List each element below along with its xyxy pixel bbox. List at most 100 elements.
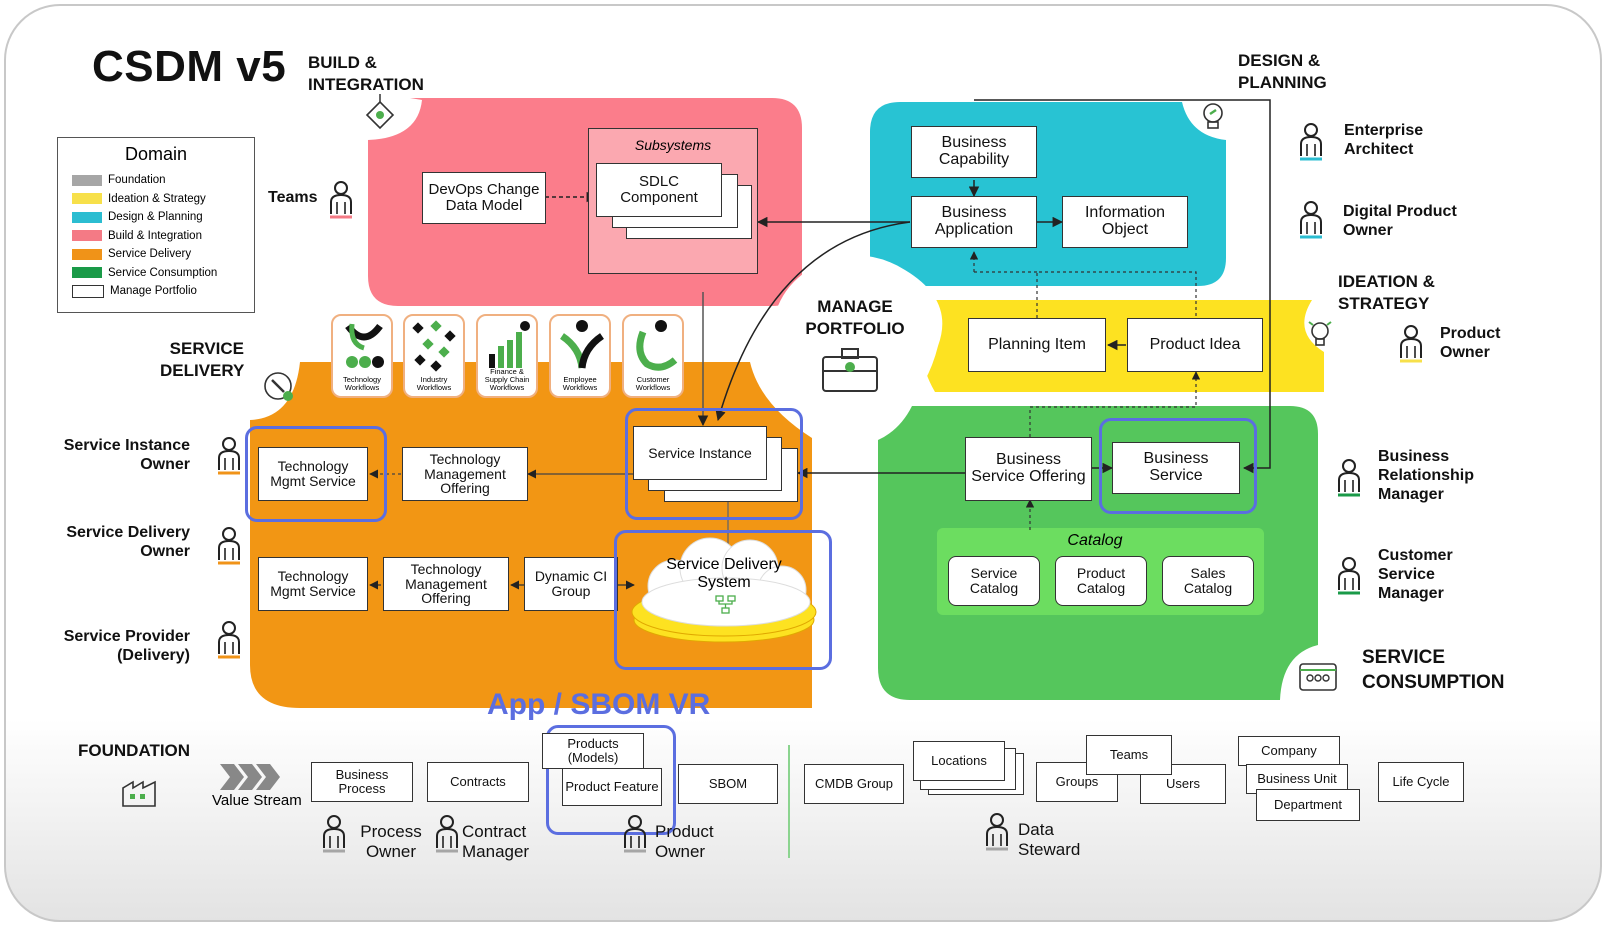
workflow-tile[interactable]: Industry Workflows	[403, 314, 465, 398]
product-idea[interactable]: Product Idea	[1127, 318, 1263, 372]
tech-mgmt-offering-1[interactable]: Technology Management Offering	[402, 447, 528, 501]
person-icon	[218, 527, 240, 565]
teams-label: Teams	[268, 189, 318, 206]
sales-catalog[interactable]: Sales Catalog	[1162, 556, 1254, 606]
workflow-tile[interactable]: Technology Workflows	[331, 314, 393, 398]
role-service-instance-owner: Service Instance Owner	[63, 437, 190, 474]
heading-foundation: FOUNDATION	[78, 741, 191, 760]
legend-label: Manage Portfolio	[110, 285, 197, 298]
person-icon	[1300, 123, 1322, 161]
workflow-label: Customer Workflows	[635, 375, 671, 393]
person-icon	[986, 813, 1008, 851]
contracts[interactable]: Contracts	[427, 762, 529, 802]
person-icon	[330, 181, 352, 219]
service-instance[interactable]: Service Instance	[633, 426, 767, 480]
legend-swatch	[72, 230, 102, 242]
overlay-label: App / SBOM VR	[487, 688, 711, 721]
product-catalog[interactable]: Product Catalog	[1055, 556, 1147, 606]
lightbulb-icon	[1203, 103, 1223, 129]
legend-title: Domain	[124, 144, 188, 164]
heading-design: DESIGN & PLANNING	[1238, 51, 1327, 93]
company[interactable]: Company	[1238, 736, 1340, 766]
legend-item: Manage Portfolio	[72, 282, 240, 301]
business-process[interactable]: Business Process	[311, 762, 413, 802]
heading-portfolio: MANAGE PORTFOLIO	[805, 297, 905, 339]
tech-mgmt-service-1[interactable]: Technology Mgmt Service	[258, 447, 368, 501]
workflow-tile[interactable]: Customer Workflows	[622, 314, 684, 398]
heading-consumption: SERVICE CONSUMPTION	[1362, 647, 1505, 693]
cmdb-group[interactable]: CMDB Group	[804, 764, 904, 804]
teams[interactable]: Teams	[1086, 735, 1172, 775]
planning-item[interactable]: Planning Item	[968, 318, 1106, 372]
business-service-offering[interactable]: Business Service Offering	[965, 437, 1092, 501]
legend-label: Service Consumption	[108, 266, 218, 279]
role-digital-product-owner: Digital Product Owner	[1343, 203, 1457, 240]
highlight-products	[546, 725, 676, 835]
diamond-icon	[365, 94, 395, 130]
role-product-owner: Product Owner	[1440, 325, 1501, 362]
legend-swatch	[72, 284, 104, 298]
department[interactable]: Department	[1256, 789, 1360, 821]
catalog-label: Catalog	[1067, 532, 1123, 549]
business-application[interactable]: Business Application	[911, 196, 1037, 248]
factory-icon	[122, 780, 156, 807]
role-process-owner: Process Owner	[360, 822, 422, 861]
highlight-business-service	[1099, 418, 1257, 514]
life-cycle[interactable]: Life Cycle	[1378, 762, 1464, 802]
workflow-tile[interactable]: Finance & Supply Chain Workflows	[476, 314, 538, 398]
dynamic-ci-group[interactable]: Dynamic CI Group	[524, 557, 618, 611]
legend-swatch	[72, 267, 102, 279]
sds-cloud	[631, 537, 817, 643]
sbom[interactable]: SBOM	[678, 764, 778, 804]
heading-delivery: SERVICE DELIVERY	[160, 339, 245, 381]
heading-build: BUILD & INTEGRATION	[308, 53, 424, 95]
person-icon	[436, 815, 458, 853]
service-delivery-system[interactable]: Service Delivery System	[666, 556, 782, 591]
tech-mgmt-service-2[interactable]: Technology Mgmt Service	[258, 557, 368, 611]
business-capability[interactable]: Business Capability	[911, 126, 1037, 178]
briefcase-icon	[822, 348, 878, 392]
legend-item: Build & Integration	[72, 227, 240, 246]
legend-label: Build & Integration	[108, 229, 202, 242]
devops-change-data-model[interactable]: DevOps Change Data Model	[422, 172, 546, 224]
workflow-icon	[345, 323, 384, 368]
legend-item: Foundation	[72, 171, 240, 190]
tech-mgmt-offering-2[interactable]: Technology Management Offering	[383, 557, 509, 611]
person-icon	[1400, 325, 1422, 363]
information-object[interactable]: Information Object	[1062, 196, 1188, 248]
role-enterprise-architect: Enterprise Architect	[1344, 122, 1424, 159]
legend-item: Service Delivery	[72, 245, 240, 264]
business-service[interactable]: Business Service	[1112, 442, 1240, 494]
role-data-steward: Data Steward	[1018, 820, 1081, 859]
person-icon	[218, 437, 240, 475]
legend-label: Service Delivery	[108, 248, 192, 261]
heading-ideation: IDEATION & STRATEGY	[1338, 272, 1435, 314]
value-stream-label: Value Stream	[212, 792, 302, 809]
legend-swatch	[72, 193, 102, 205]
sdlc-component[interactable]: SDLC Component	[596, 163, 722, 217]
legend-item: Ideation & Strategy	[72, 190, 240, 209]
subsystems-label: Subsystems	[634, 137, 712, 153]
page-title: CSDM v5	[92, 42, 287, 91]
person-icon	[1338, 459, 1360, 497]
workflow-tile[interactable]: Employee Workflows	[549, 314, 611, 398]
products-models[interactable]: Products (Models)	[542, 733, 644, 769]
person-icon	[624, 815, 646, 853]
workflow-icon	[489, 321, 530, 368]
person-icon	[1338, 557, 1360, 595]
legend-label: Ideation & Strategy	[108, 192, 206, 205]
product-feature[interactable]: Product Feature	[562, 768, 662, 806]
highlight-sds	[614, 530, 832, 670]
role-business-relationship-manager: Business Relationship Manager	[1378, 448, 1475, 504]
person-icon	[323, 815, 345, 853]
person-icon	[1300, 201, 1322, 239]
service-catalog[interactable]: Service Catalog	[948, 556, 1040, 606]
locations[interactable]: Locations	[913, 741, 1005, 781]
person-icon	[218, 621, 240, 659]
wrench-gear-icon	[264, 372, 293, 401]
highlight-tech-mgmt-service	[245, 426, 387, 522]
role-foundation-product-owner: Product Owner	[655, 822, 714, 861]
